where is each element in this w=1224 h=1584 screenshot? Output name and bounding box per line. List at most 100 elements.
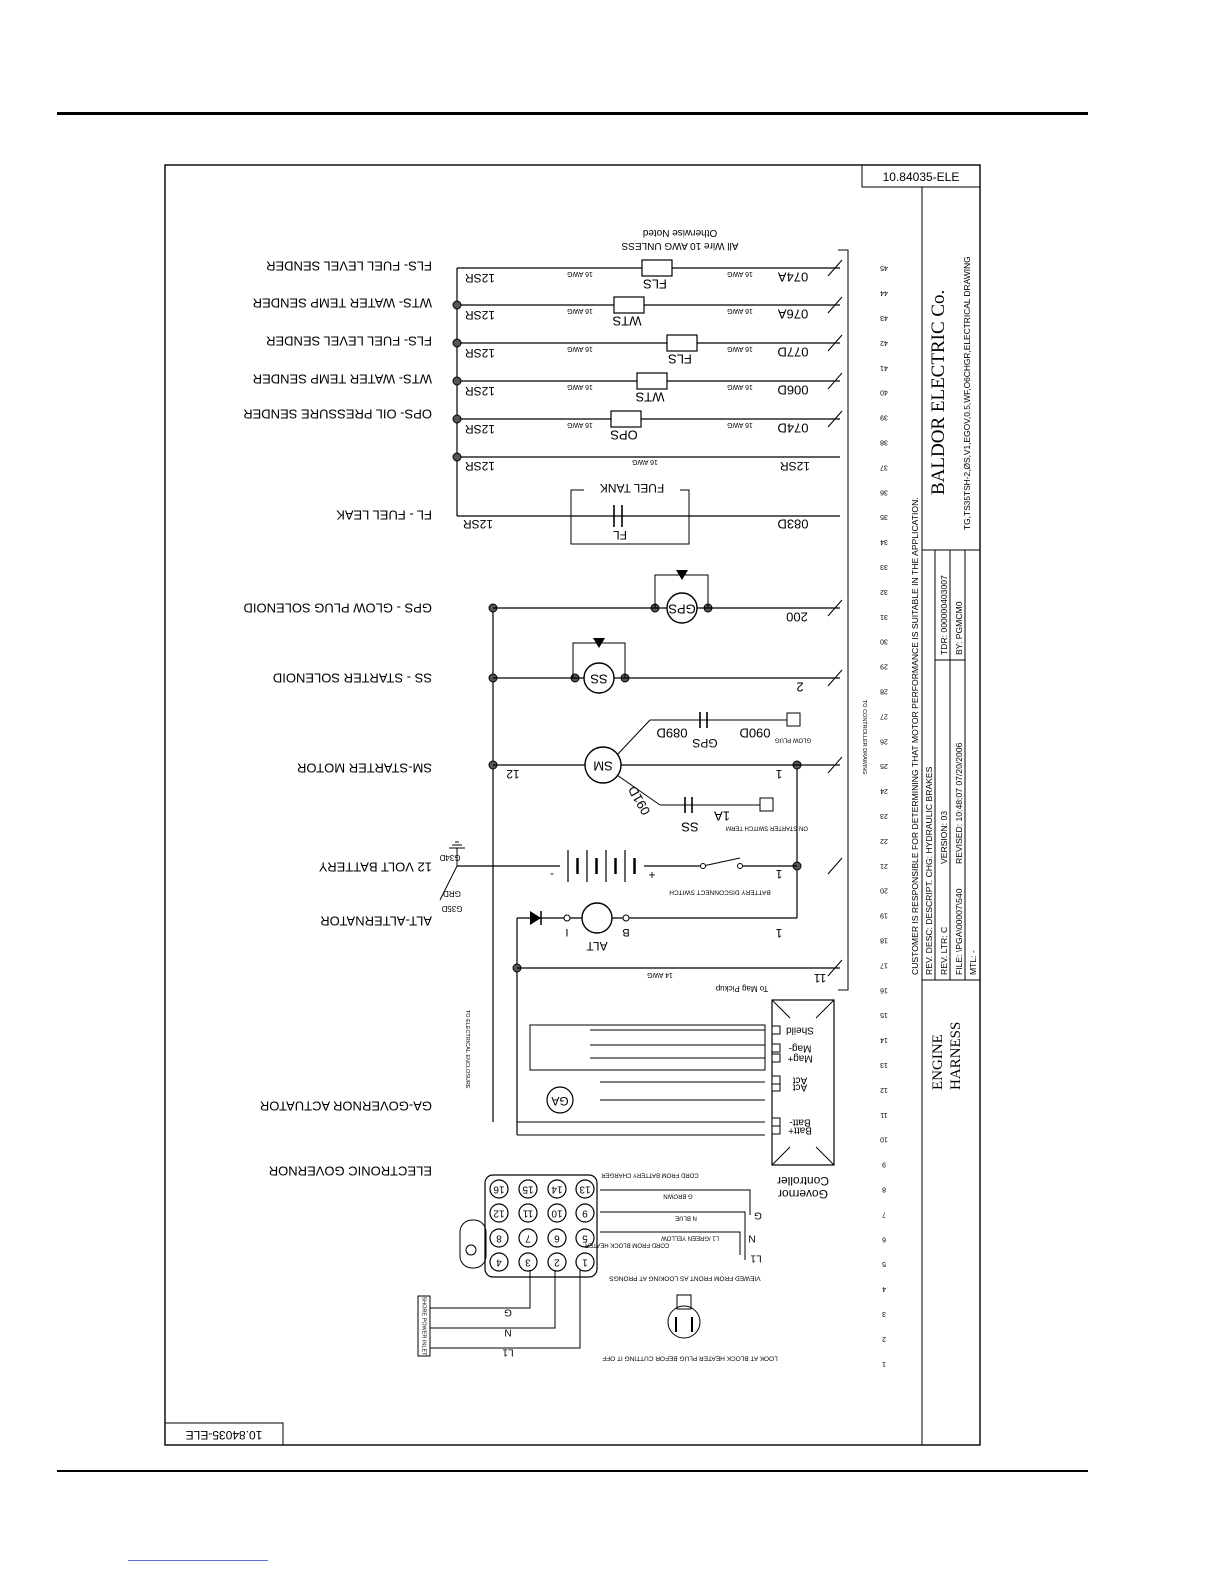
governor-terminal-label: Sheild bbox=[786, 1024, 814, 1035]
starter-wire: 2 bbox=[796, 680, 803, 695]
junction-dot bbox=[452, 338, 462, 348]
terminal-number: 26 bbox=[880, 737, 888, 744]
alt-i-terminal: I bbox=[565, 926, 568, 938]
part-description: TG,TS35TSH-2,ØS,V1,EGOV,0.5,WF,O6CHGR,EL… bbox=[962, 256, 972, 530]
rev-desc: REV. DESC: DESCRIPT. CHG: HYDRAULIC BRAK… bbox=[924, 766, 934, 975]
plug-pin bbox=[575, 1179, 595, 1199]
terminal-number: 45 bbox=[880, 264, 888, 271]
wire-break bbox=[827, 857, 843, 875]
governor-terminal bbox=[771, 1125, 781, 1135]
gauge-label: 16 AWG bbox=[727, 421, 753, 428]
legend-entry: OPS- OIL PRESSURE SENDER bbox=[243, 407, 432, 422]
sender-wire-label: 074D bbox=[777, 421, 808, 436]
terminal-number: 32 bbox=[880, 588, 888, 595]
plug-pin-number: 12 bbox=[493, 1207, 505, 1218]
sender-label: WTS bbox=[612, 314, 641, 329]
plug-pin-number: 10 bbox=[551, 1207, 563, 1218]
plug-pin bbox=[489, 1228, 509, 1248]
plug-pin bbox=[547, 1203, 567, 1223]
wire-091d: 091D bbox=[625, 783, 654, 817]
terminal-number: 24 bbox=[880, 787, 888, 794]
return-label: 12SR bbox=[465, 459, 495, 473]
plug-pin bbox=[518, 1228, 538, 1248]
sender-box bbox=[610, 410, 642, 428]
governor-terminal bbox=[771, 1043, 781, 1053]
return-label: 12SR bbox=[465, 422, 495, 436]
terminal-number: 44 bbox=[880, 289, 888, 296]
harness-title-2: HARNESS bbox=[948, 1022, 964, 1090]
terminal-number: 3 bbox=[882, 1310, 886, 1317]
return-label: 12SR bbox=[780, 459, 810, 473]
legend-entry: GA-GOVERNOR ACTUATOR bbox=[260, 1099, 432, 1114]
terminal-number: 35 bbox=[880, 513, 888, 520]
plug-pin bbox=[489, 1252, 509, 1272]
rev-ltr: REV. LTR: C bbox=[939, 927, 949, 975]
wire-090d: 090D bbox=[739, 726, 770, 741]
plug-pin-number: 5 bbox=[582, 1232, 588, 1243]
starter-switch-term: ON STARTER SWITCH TERM bbox=[726, 824, 808, 830]
terminal-number: 42 bbox=[880, 339, 888, 346]
governor-label-2: Controller bbox=[777, 1174, 829, 1188]
gauge-label: 16 AWG bbox=[727, 270, 753, 277]
legend-entry: ALT-ALTERNATOR bbox=[320, 914, 432, 929]
sm-label: SM bbox=[593, 759, 613, 774]
wire-1a: 1A bbox=[714, 809, 730, 824]
alt-b-terminal: B bbox=[622, 926, 629, 938]
terminal-number: 25 bbox=[880, 762, 888, 769]
legend-entry: SM-STARTER MOTOR bbox=[297, 761, 432, 776]
governor-terminal-label: Mag- bbox=[789, 1042, 812, 1053]
governor-terminal-label: Act bbox=[793, 1074, 808, 1085]
terminal-number: 2 bbox=[882, 1335, 886, 1342]
fuel-leak-wire: 083D bbox=[777, 517, 808, 532]
shore-n: N bbox=[504, 1326, 511, 1337]
file-path: FILE: \PGA\00007\540 bbox=[954, 888, 964, 975]
cord-l1: L1 /GREEN YELLOW bbox=[661, 1234, 719, 1240]
terminal-number: 14 bbox=[880, 1036, 888, 1043]
legend-entry: FLS- FUEL LEVEL SENDER bbox=[266, 259, 432, 274]
terminal-number: 33 bbox=[880, 563, 888, 570]
gps-label: GPS bbox=[668, 602, 696, 617]
terminal-number: 12 bbox=[880, 1086, 888, 1093]
revised-date: REVISED: 10:48:07 07/20/2006 bbox=[954, 742, 964, 864]
gauge-label: 16 AWG bbox=[567, 421, 593, 428]
plug-pin-number: 6 bbox=[554, 1232, 560, 1243]
fuel-tank-label: FUEL TANK bbox=[600, 481, 664, 495]
gauge-label: 16 AWG bbox=[632, 458, 658, 465]
terminal-number: 36 bbox=[880, 488, 888, 495]
harness-title-1: ENGINE bbox=[930, 1034, 946, 1090]
plug-pin bbox=[489, 1179, 509, 1199]
footnote-link-line bbox=[128, 1560, 268, 1561]
version: VERSION: 03 bbox=[939, 811, 949, 864]
sender-label: WTS bbox=[635, 390, 664, 405]
wire-note-line2: Otherwise Noted bbox=[643, 227, 717, 238]
junction-dot bbox=[452, 300, 462, 310]
gauge-label: 16 AWG bbox=[567, 307, 593, 314]
plug-pin bbox=[518, 1203, 538, 1223]
mtl: MTL: - bbox=[968, 950, 978, 975]
plug-pin-number: 1 bbox=[582, 1256, 588, 1267]
line-l1: L1 bbox=[750, 1252, 762, 1263]
wire-break bbox=[827, 410, 843, 428]
customer-note: CUSTOMER IS RESPONSIBLE FOR DETERMINING … bbox=[910, 497, 920, 975]
starter-motor-circuit: SM 090D 089D GPS GLOW PLUG 091D 1A SS ON… bbox=[493, 712, 840, 835]
terminal-number: 41 bbox=[880, 364, 888, 371]
footer-rule bbox=[57, 1470, 1088, 1472]
return-label: 12SR bbox=[465, 384, 495, 398]
terminal-number: 39 bbox=[880, 414, 888, 421]
governor-terminal-label: Batt- bbox=[789, 1116, 810, 1127]
junction-dot bbox=[452, 414, 462, 424]
governor-terminal-label: Mag+ bbox=[787, 1052, 812, 1063]
cord-n: N BLUE bbox=[675, 1214, 697, 1220]
terminal-number: 23 bbox=[880, 812, 888, 819]
ss-label: SS bbox=[590, 672, 608, 687]
legend-entry: GPS - GLOW PLUG SOLENOID bbox=[243, 601, 432, 616]
plug-pin-number: 14 bbox=[551, 1183, 563, 1194]
fuel-leak-label: FL bbox=[613, 528, 627, 542]
gps-switch: GPS bbox=[692, 736, 717, 750]
governor-terminal bbox=[771, 1053, 781, 1063]
terminal-number: 11 bbox=[880, 1111, 887, 1118]
sender-label: FLS bbox=[668, 352, 692, 367]
